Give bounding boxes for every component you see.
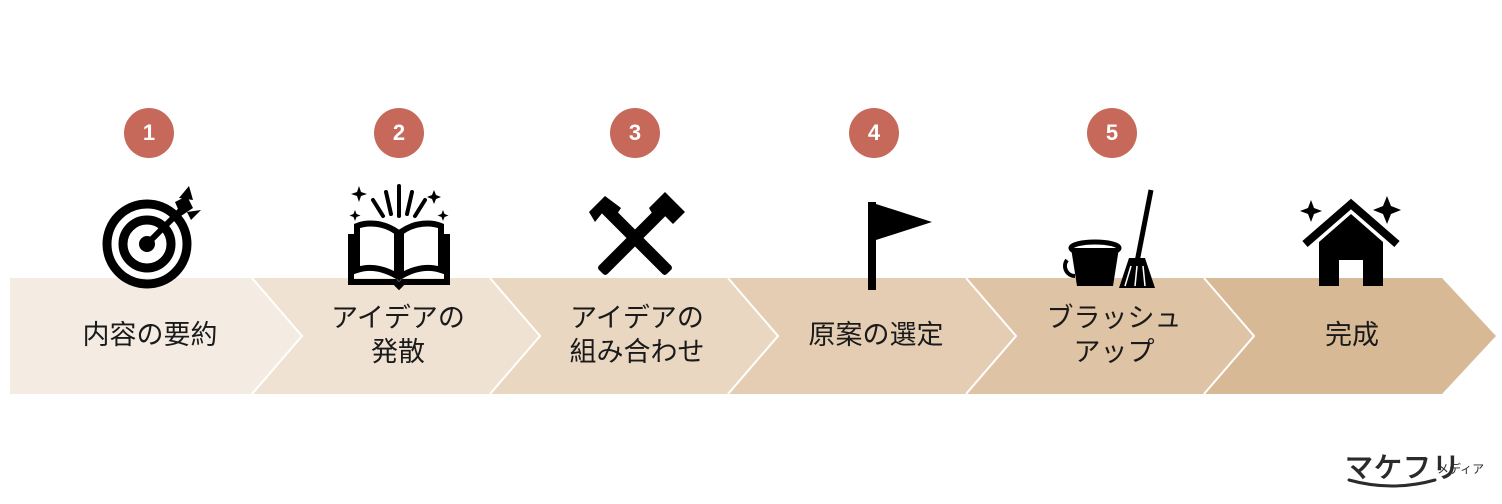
step-1-chevron bbox=[10, 278, 302, 394]
step-6-chevron bbox=[1204, 278, 1496, 394]
flag-icon bbox=[868, 202, 932, 290]
step-5-number-badge: 5 bbox=[1087, 108, 1137, 158]
step-3-number-badge: 3 bbox=[610, 108, 660, 158]
step-3-chevron bbox=[490, 278, 778, 394]
step-2-label: アイデアの 発散 bbox=[288, 278, 508, 394]
target-icon bbox=[102, 186, 201, 289]
step-4-label-text: 原案の選定 bbox=[808, 320, 944, 351]
sparkling-house-icon bbox=[1300, 196, 1401, 286]
step-5-chevron bbox=[966, 278, 1254, 394]
step-5-label-text: ブラッシュ アップ bbox=[1046, 303, 1182, 368]
step-3-label: アイデアの 組み合わせ bbox=[527, 278, 747, 394]
brand-swoosh-icon bbox=[1347, 478, 1437, 488]
step-1-number-badge: 1 bbox=[124, 108, 174, 158]
step-6-label: 完成 bbox=[1242, 278, 1462, 394]
step-4-label: 原案の選定 bbox=[766, 278, 986, 394]
brand-logo: マケフリ メディア bbox=[1345, 446, 1495, 496]
bucket-and-broom-icon bbox=[1063, 189, 1155, 288]
step-2-label-text: アイデアの 発散 bbox=[331, 303, 465, 368]
step-4-chevron bbox=[728, 278, 1016, 394]
step-5-label: ブラッシュ アップ bbox=[1004, 278, 1224, 394]
step-1-label: 内容の要約 bbox=[40, 278, 260, 394]
step-2-number-badge: 2 bbox=[374, 108, 424, 158]
step-2-chevron bbox=[252, 278, 540, 394]
step-6-label-text: 完成 bbox=[1325, 320, 1379, 351]
brand-suffix: メディア bbox=[1437, 462, 1485, 476]
step-1-label-text: 内容の要約 bbox=[82, 320, 218, 351]
step-3-label-text: アイデアの 組み合わせ bbox=[569, 303, 705, 368]
crossed-hammers-icon bbox=[589, 192, 685, 275]
open-book-icon bbox=[348, 184, 450, 291]
brand-name: マケフリ bbox=[1345, 451, 1462, 484]
step-4-number-badge: 4 bbox=[849, 108, 899, 158]
